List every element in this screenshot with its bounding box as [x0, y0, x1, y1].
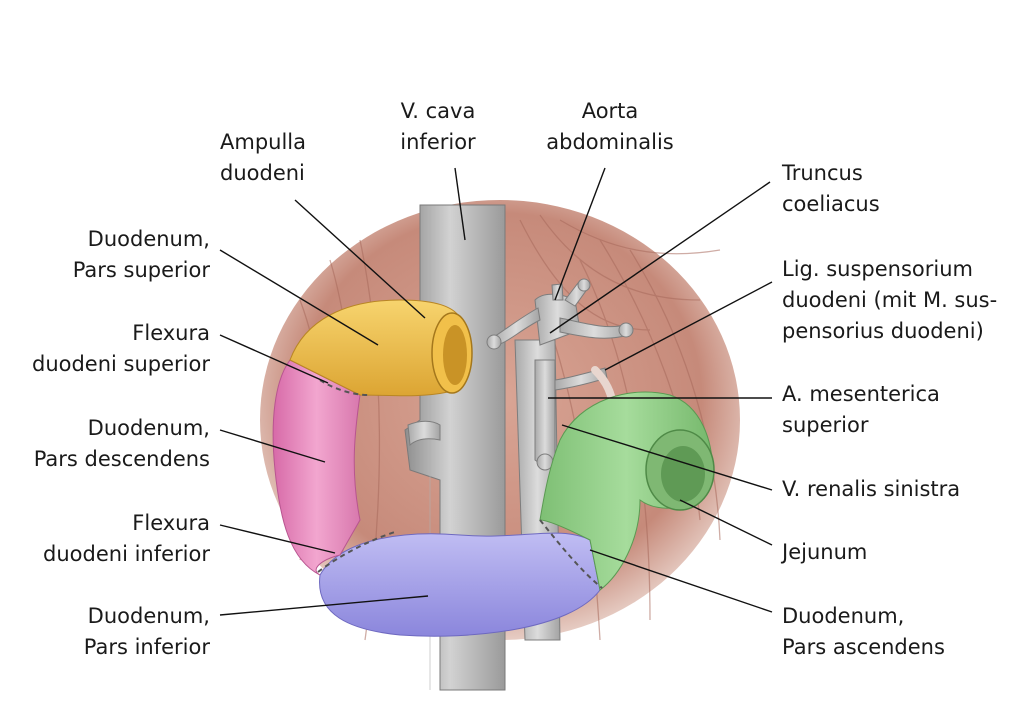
label-duodenum-pars-descendens: Duodenum, Pars descendens [33, 416, 210, 471]
label-duodenum-pars-ascendens: Duodenum, Pars ascendens [782, 604, 945, 659]
label-ampulla-duodeni: Ampulla duodeni [220, 130, 306, 185]
label-duodenum-pars-superior: Duodenum, Pars superior [72, 227, 210, 282]
label-jejunum: Jejunum [782, 540, 868, 564]
label-truncus-coeliacus: Truncus coeliacus [782, 161, 880, 216]
label-flexura-duodeni-inferior: Flexura duodeni inferior [43, 511, 210, 566]
duodenum-pars-ascendens [539, 391, 715, 591]
label-flexura-duodeni-superior: Flexura duodeni superior [31, 321, 210, 376]
label-duodenum-pars-inferior: Duodenum, Pars inferior [83, 604, 210, 659]
label-v-cava-inferior: V. cava inferior [400, 99, 476, 154]
leader-lines [219, 167, 773, 616]
label-lig-suspensorium-duodeni: Lig. suspensorium duodeni (mit M. sus- p… [782, 257, 998, 343]
label-aorta-abdominalis: Aorta abdominalis [546, 99, 674, 154]
duodenum-pars-superior [289, 299, 473, 397]
label-a-mesenterica-superior: A. mesenterica superior [782, 382, 940, 437]
label-v-renalis-sinistra: V. renalis sinistra [782, 477, 961, 501]
segment-boundaries [317, 379, 603, 589]
